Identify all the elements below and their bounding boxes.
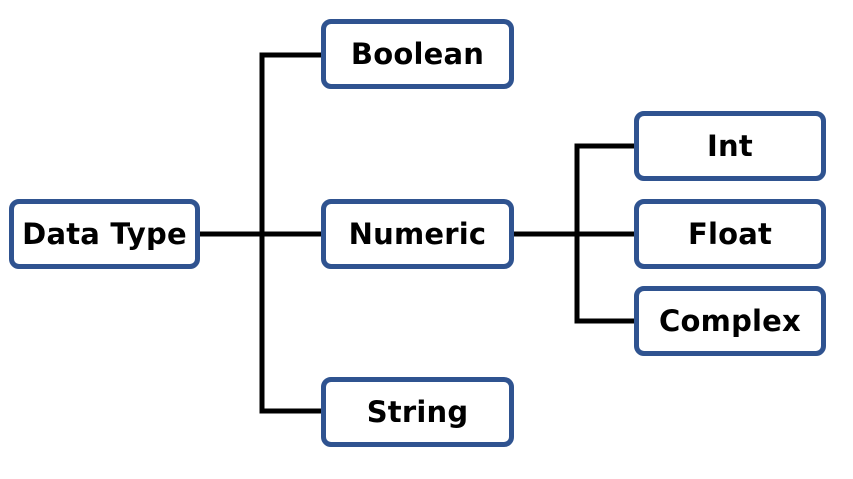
string-label: String xyxy=(366,394,469,429)
float-label: Float xyxy=(687,216,773,251)
numeric-label: Numeric xyxy=(348,216,487,251)
complex-node: Complex xyxy=(634,286,826,356)
string-node: String xyxy=(321,377,514,447)
int-node: Int xyxy=(634,111,826,181)
boolean-node: Boolean xyxy=(321,19,514,89)
boolean-label: Boolean xyxy=(350,36,485,71)
int-label: Int xyxy=(707,128,753,163)
numeric-node: Numeric xyxy=(321,199,514,269)
data-type-label: Data Type xyxy=(22,216,187,251)
complex-label: Complex xyxy=(659,303,801,338)
float-node: Float xyxy=(634,199,826,269)
data-type-node: Data Type xyxy=(9,199,200,269)
